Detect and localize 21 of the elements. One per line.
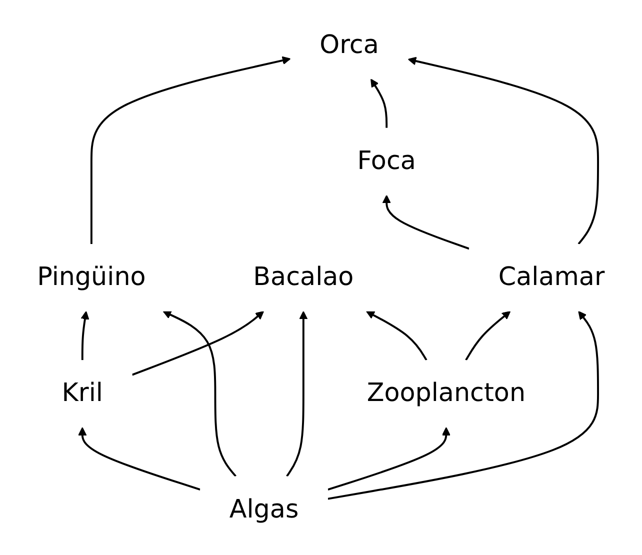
- node-text: Algas: [229, 494, 299, 524]
- arrow: [465, 310, 511, 360]
- arrow: [382, 194, 470, 250]
- node-text: Orca: [320, 30, 379, 60]
- node-text: Zooplancton: [366, 378, 526, 408]
- node-text: Calamar: [498, 262, 605, 292]
- arrow: [162, 310, 236, 477]
- arrow: [328, 310, 599, 500]
- arrow: [366, 310, 428, 360]
- arrow: [78, 426, 200, 490]
- node-text: Kril: [62, 378, 103, 408]
- node-text: Pingüino: [37, 262, 146, 292]
- arrow: [408, 56, 599, 244]
- arrow: [370, 78, 388, 128]
- arrow: [90, 56, 291, 244]
- node-text: Bacalao: [253, 262, 354, 292]
- node-text: Foca: [357, 146, 416, 176]
- arrow: [328, 426, 450, 490]
- arrow: [286, 310, 308, 477]
- arrow: [80, 310, 90, 360]
- arrow: [132, 310, 264, 376]
